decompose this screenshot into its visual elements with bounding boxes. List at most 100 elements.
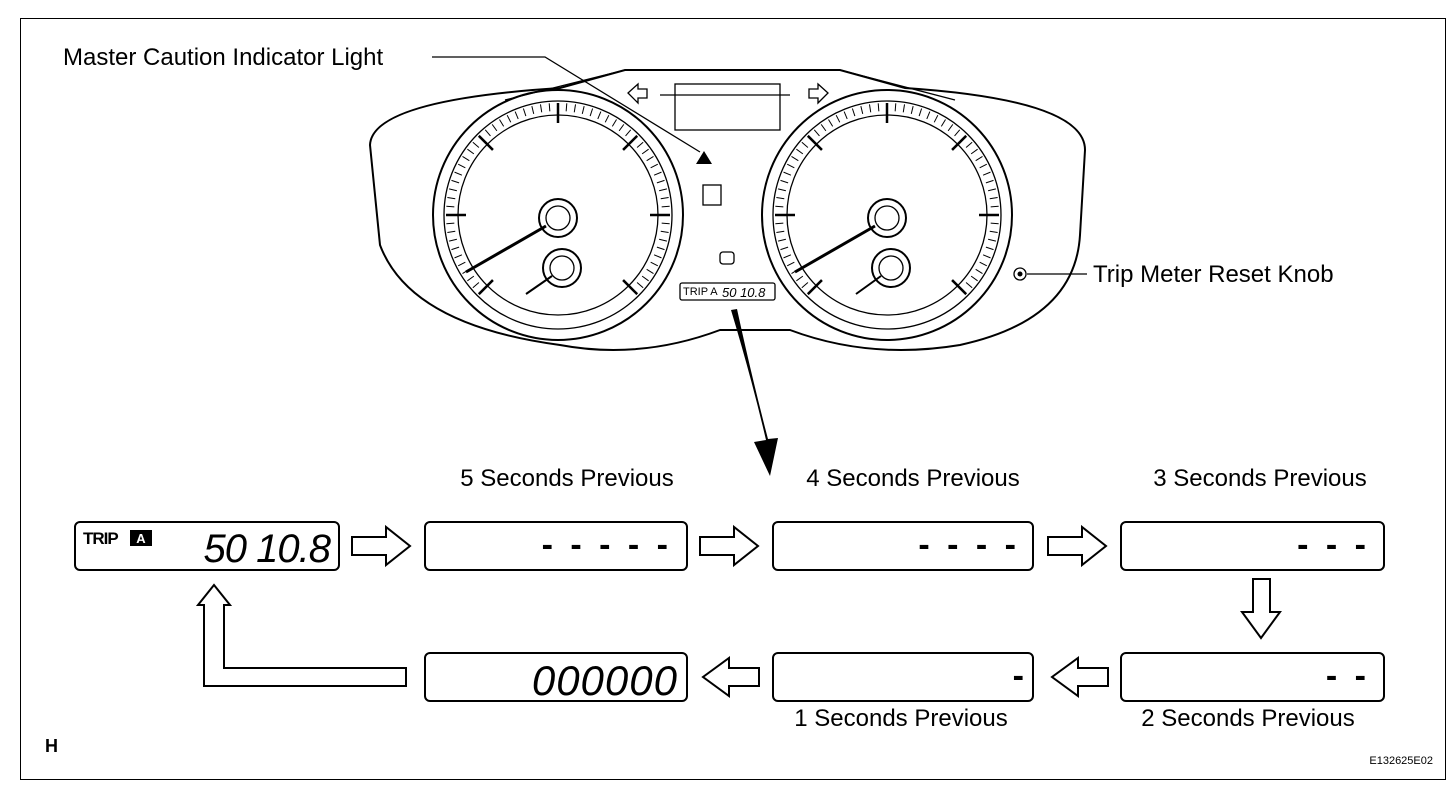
gauge-tick: [641, 148, 649, 155]
gauge-tick: [796, 275, 804, 282]
display-3-seconds: 3 Seconds Previous - - -: [1120, 465, 1385, 571]
gauge-tick: [656, 179, 665, 184]
gauge-tick: [947, 124, 954, 132]
display-4-seconds: 4 Seconds Previous - - - -: [772, 465, 1034, 571]
gauge-tick: [597, 111, 602, 120]
left-gauge-ticks: [446, 103, 670, 296]
gauge-tick: [979, 163, 988, 169]
turn-left-icon: [627, 82, 648, 105]
gauge-tick: [801, 282, 809, 289]
gauge-tick: [618, 124, 625, 132]
gauge-tick: [636, 282, 644, 289]
gauge-tick: [775, 222, 784, 225]
dashes-4: - - - -: [918, 526, 1020, 564]
cluster-trip-value: 50 10.8: [722, 285, 766, 300]
gauge-tick: [985, 179, 994, 184]
corner-letter: H: [45, 736, 58, 756]
gauge-tick: [660, 230, 669, 234]
gauge-tick: [868, 104, 872, 113]
gauge-tick: [656, 246, 665, 251]
gauge-tick: [775, 205, 784, 208]
indicator-square-icon: [702, 184, 722, 206]
gauge-tick: [965, 141, 973, 148]
right-arrow-icon: [1047, 524, 1108, 568]
gauge-tick: [860, 105, 864, 114]
trip-reset-knob[interactable]: [1013, 267, 1027, 281]
reset-value: 000000: [532, 657, 678, 704]
figure-frame: [20, 18, 1446, 780]
gauge-tick: [653, 254, 662, 259]
gauge-tick: [780, 179, 789, 184]
gauge-tick: [646, 156, 654, 162]
gauge-tick: [951, 279, 968, 296]
display-2-seconds: - - 2 Seconds Previous: [1120, 652, 1385, 732]
gauge-tick: [926, 111, 931, 120]
gauge-tick: [933, 114, 939, 123]
initial-trip-value: 50 10.8: [204, 527, 332, 571]
right-gauge: [761, 89, 1013, 341]
gauge-tick: [472, 282, 480, 289]
gauge-tick: [622, 134, 639, 151]
left-arrow-icon: [1050, 656, 1109, 698]
gauge-tick: [477, 279, 494, 296]
gauge-tick: [975, 268, 983, 274]
gauge-tick: [988, 188, 997, 192]
gauge-tick: [783, 171, 792, 176]
gauge-tick: [786, 261, 795, 267]
gauge-tick: [451, 246, 460, 251]
zoom-arrow: [731, 309, 778, 476]
dashes-1: -: [1013, 657, 1024, 695]
gauge-tick: [499, 119, 505, 127]
instrument-cluster: TRIP A 50 10.8: [368, 69, 1087, 351]
trip-reset-knob-label: Trip Meter Reset Knob: [1093, 261, 1334, 288]
gauge-tick: [954, 129, 961, 137]
return-arrow-icon: [195, 583, 407, 687]
gauge-tick: [506, 114, 512, 123]
right-arrow-icon: [351, 524, 412, 568]
gauge-tick: [650, 261, 659, 267]
gauge-tick: [660, 196, 669, 200]
gauge-tick: [851, 108, 856, 117]
left-arrow-icon: [701, 656, 760, 698]
gauge-tick: [970, 275, 978, 282]
right-arrow-icon: [699, 524, 760, 568]
gauge-tick: [467, 148, 475, 155]
gauge-tick: [806, 134, 823, 151]
gauge-tick: [990, 205, 999, 208]
gauge-tick: [589, 108, 594, 117]
gauge-tick: [454, 171, 463, 176]
master-caution-label: Master Caution Indicator Light: [63, 44, 384, 71]
caption-2-seconds: 2 Seconds Previous: [1141, 705, 1354, 732]
gauge-tick: [604, 114, 610, 123]
gauge-tick: [622, 279, 639, 296]
gauge-tick: [975, 156, 983, 162]
gauge-tick: [484, 129, 491, 137]
gauge-tick: [581, 105, 585, 114]
gauge-tick: [894, 103, 897, 112]
gauge-tick: [918, 108, 923, 117]
right-gauge-hub: [867, 198, 907, 238]
gauge-tick: [472, 141, 480, 148]
dashes-2: - -: [1326, 657, 1370, 695]
gauge-tick: [979, 261, 988, 267]
gauge-tick: [843, 111, 848, 120]
gauge-tick: [446, 205, 455, 208]
gauge-tick: [777, 238, 786, 242]
gauge-tick: [806, 279, 823, 296]
figure-code: E132625E02: [1369, 755, 1433, 767]
gauge-tick: [659, 188, 668, 192]
master-caution-icon: [696, 151, 712, 164]
master-caution-leader: [432, 56, 701, 153]
gauge-tick: [641, 275, 649, 282]
gauge-tick: [522, 108, 527, 117]
gauge-tick: [910, 105, 914, 114]
gauge-tick: [539, 104, 543, 113]
caption-5-seconds: 5 Seconds Previous: [460, 465, 673, 492]
display-reset: 000000: [424, 652, 688, 704]
gauge-tick: [462, 156, 470, 162]
gauge-tick: [650, 163, 659, 169]
gauge-tick: [454, 254, 463, 259]
gauge-tick: [611, 119, 617, 127]
flow-arrows: [195, 524, 1282, 698]
